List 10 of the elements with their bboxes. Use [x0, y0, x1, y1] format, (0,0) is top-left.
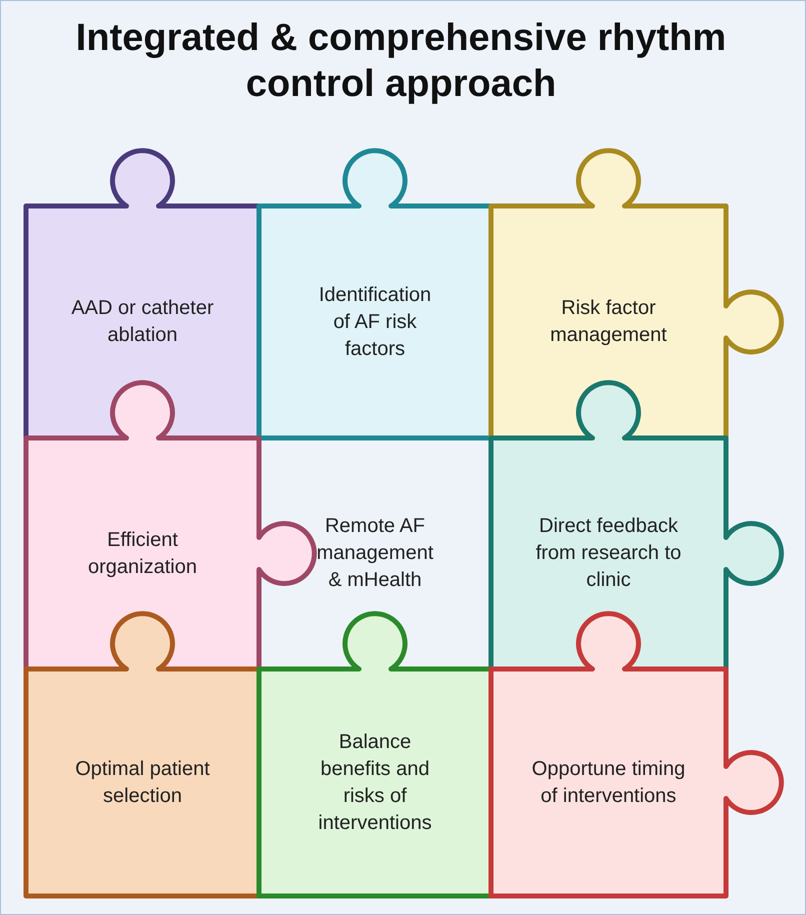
piece-label: Direct feedback from research to clinic — [534, 514, 682, 593]
title: Integrated & comprehensive rhythm control approach — [74, 16, 728, 107]
piece-label: Efficient organization — [87, 528, 198, 580]
piece-label: Risk factor management — [549, 296, 668, 348]
piece-label: Opportune timing of interventions — [530, 756, 686, 808]
piece-label: Remote AF management & mHealth — [316, 514, 434, 593]
piece-label: AAD or catheter ablation — [70, 296, 215, 348]
piece-label: Identification of AF risk factors — [318, 282, 432, 362]
piece-label: Balance benefits and risks of interventions — [317, 730, 433, 836]
piece-label: Optimal patient selection — [74, 756, 211, 808]
